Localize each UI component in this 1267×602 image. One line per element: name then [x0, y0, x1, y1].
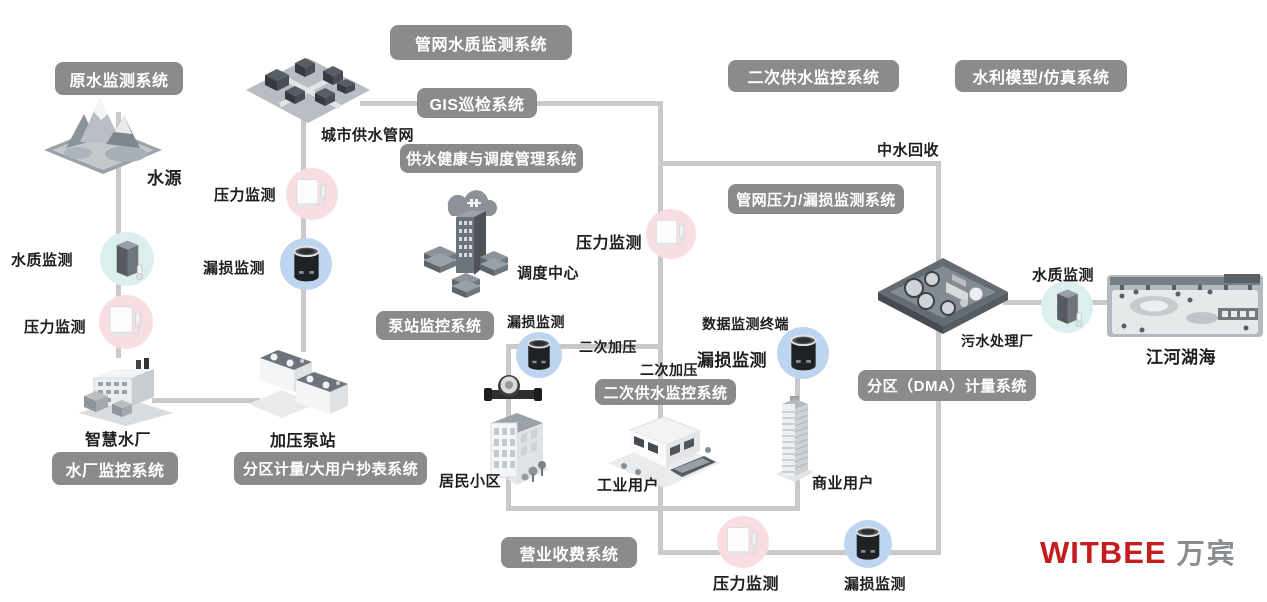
label-quality-right: 水质监测 — [1032, 267, 1095, 284]
smart-plant-icon — [76, 348, 176, 426]
label-data-terminal: 数据监测终端 — [702, 316, 789, 332]
connector-line — [936, 161, 941, 555]
pump-station-icon — [246, 342, 348, 424]
sensor-pressure-center — [646, 209, 696, 259]
label-rivers-lakes: 江河湖海 — [1146, 348, 1216, 367]
sensor-pressure-city — [286, 168, 338, 220]
sensor-data-terminal — [777, 327, 829, 379]
pressure-device-icon — [651, 214, 692, 255]
leak-device-icon — [848, 524, 888, 564]
label-reclaimed-water: 中水回收 — [877, 142, 940, 159]
label-industrial: 工业用户 — [597, 477, 660, 494]
system-box-district-metering-reading: 分区计量/大用户抄表系统 — [234, 452, 427, 485]
label-smart-plant: 智慧水厂 — [85, 432, 152, 449]
label-water-source: 水源 — [147, 169, 182, 188]
dispatch-center-icon — [418, 183, 518, 303]
sensor-leak-pump — [516, 332, 562, 378]
system-box-hydraulic-model-simulation: 水利模型/仿真系统 — [955, 60, 1127, 92]
label-city-network: 城市供水管网 — [321, 127, 415, 144]
system-box-secondary-supply-mid: 二次供水监控系统 — [595, 379, 736, 405]
label-boost-1: 二次加压 — [579, 339, 637, 355]
sensor-pressure-plant — [99, 295, 153, 349]
sensor-quality-right — [1041, 281, 1093, 333]
label-boost-2: 二次加压 — [640, 362, 698, 378]
system-box-pump-station-monitoring: 泵站监控系统 — [376, 311, 494, 340]
city-network-icon — [243, 33, 373, 128]
system-box-plant-monitoring: 水厂监控系统 — [52, 452, 178, 485]
label-pump-station: 加压泵站 — [270, 433, 337, 450]
label-sewage-plant: 污水处理厂 — [961, 333, 1034, 349]
connector-line — [658, 550, 941, 555]
industrial-icon — [604, 404, 724, 490]
brand-logo: WITBEE 万宾 — [1040, 532, 1237, 572]
system-box-pipe-pressure-leak: 管网压力/漏损监测系统 — [728, 184, 904, 214]
commercial-icon — [770, 394, 820, 486]
label-commercial: 商业用户 — [812, 475, 875, 492]
sewage-plant-icon — [874, 256, 1012, 346]
system-box-secondary-supply-top: 二次供水监控系统 — [728, 60, 899, 92]
system-box-gis-inspection: GIS巡检系统 — [417, 88, 537, 118]
connector-line — [152, 398, 260, 403]
sensor-quality-left — [100, 232, 154, 286]
label-leak-terminal: 漏损监测 — [697, 351, 767, 370]
connector-line — [301, 112, 306, 352]
leak-device-icon — [520, 336, 558, 374]
label-pressure-city: 压力监测 — [214, 187, 277, 204]
system-box-pipe-network-quality: 管网水质监测系统 — [390, 25, 572, 60]
label-quality-left: 水质监测 — [11, 252, 74, 269]
system-box-supply-health-dispatch: 供水健康与调度管理系统 — [400, 144, 583, 173]
quality-device-icon — [105, 237, 150, 282]
system-box-dma-metering: 分区（DMA）计量系统 — [858, 370, 1036, 401]
connector-line — [506, 344, 661, 349]
connector-line — [658, 101, 663, 555]
water-source-icon — [40, 92, 166, 176]
label-leak-city: 漏损监测 — [203, 260, 266, 277]
residential-icon — [481, 403, 549, 491]
label-residential: 居民小区 — [439, 473, 502, 490]
connector-line — [661, 161, 941, 166]
water-meter-icon — [484, 374, 542, 410]
pressure-device-icon — [104, 300, 149, 345]
label-pressure-bottom: 压力监测 — [713, 576, 780, 593]
system-box-raw-water-monitoring: 原水监测系统 — [55, 62, 183, 95]
label-leak-bottom: 漏损监测 — [844, 576, 907, 593]
connector-line — [506, 506, 800, 511]
sensor-leak-bottom — [844, 520, 892, 568]
sensor-pressure-bottom — [717, 516, 769, 568]
quality-device-icon — [1046, 286, 1089, 329]
brand-wordmark: WITBEE — [1040, 535, 1167, 570]
leak-device-icon — [782, 332, 825, 375]
system-box-billing-system: 营业收费系统 — [501, 537, 637, 568]
label-leak-pump: 漏损监测 — [507, 314, 565, 330]
pressure-device-icon — [722, 521, 765, 564]
brand-cn-name: 万宾 — [1176, 538, 1237, 569]
pressure-device-icon — [291, 173, 334, 216]
leak-device-icon — [285, 243, 328, 286]
rivers-lakes-icon — [1106, 270, 1264, 342]
label-pressure-plant: 压力监测 — [24, 319, 87, 336]
sensor-leak-city — [280, 238, 332, 290]
label-pressure-center: 压力监测 — [576, 235, 643, 252]
label-dispatch-center: 调度中心 — [517, 265, 580, 282]
